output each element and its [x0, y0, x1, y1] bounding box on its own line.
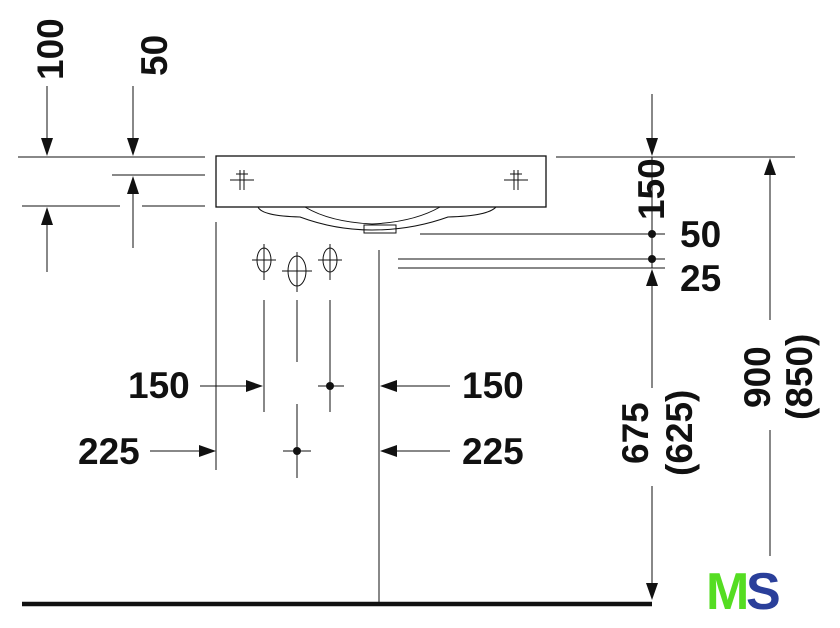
dim-label-675: 675	[615, 402, 656, 464]
arrow-225-right	[380, 445, 397, 457]
marker-25-right	[648, 255, 656, 263]
arrow-150-right	[380, 380, 397, 392]
dim-label-225-left: 225	[78, 431, 140, 472]
arrow-150-left	[246, 380, 263, 392]
arrow-50-up	[127, 176, 139, 194]
dimension-left-top: 100 50	[18, 18, 205, 272]
bowl-underside	[257, 206, 497, 231]
dim-label-150-right: 150	[631, 158, 672, 220]
dim-label-150-mid: 150	[462, 365, 524, 406]
arrow-100-up	[41, 207, 53, 225]
bowl-inner	[304, 206, 441, 225]
washbasin	[215, 155, 547, 234]
dim-label-50-right: 50	[680, 214, 721, 255]
dim-label-50-top: 50	[134, 35, 175, 76]
arrow-675-down	[646, 583, 658, 600]
tap-hole-symbol-right	[504, 170, 528, 190]
dim-label-900: 900	[737, 346, 778, 408]
logo-letter-m: M	[706, 563, 749, 621]
tap-hole-symbol-left	[230, 170, 254, 190]
basin-outline	[215, 155, 547, 208]
dim-label-625: (625)	[659, 390, 700, 476]
dim-label-225-mid: 225	[462, 431, 524, 472]
arrow-225-left	[199, 445, 216, 457]
dim-label-150-left: 150	[128, 365, 190, 406]
dim-label-850: (850)	[779, 334, 820, 420]
dim-label-25-right: 25	[680, 258, 721, 299]
fixing-holes	[252, 244, 344, 478]
arrow-100-down	[41, 138, 53, 156]
ms-logo: M S	[706, 563, 781, 621]
arrow-50-down	[127, 138, 139, 156]
dimension-right: 150 50 25 675 (625) 900 (850)	[398, 94, 820, 600]
arrow-900-up	[764, 158, 776, 175]
marker-50-right	[648, 230, 656, 238]
arrow-675-up	[646, 269, 658, 286]
dim-label-100: 100	[30, 18, 71, 80]
arrow-150-top-down	[646, 138, 658, 156]
dimension-horizontal: 150 150 225 225	[78, 365, 524, 472]
logo-letter-s: S	[746, 563, 781, 621]
drain-outlet	[363, 224, 397, 234]
